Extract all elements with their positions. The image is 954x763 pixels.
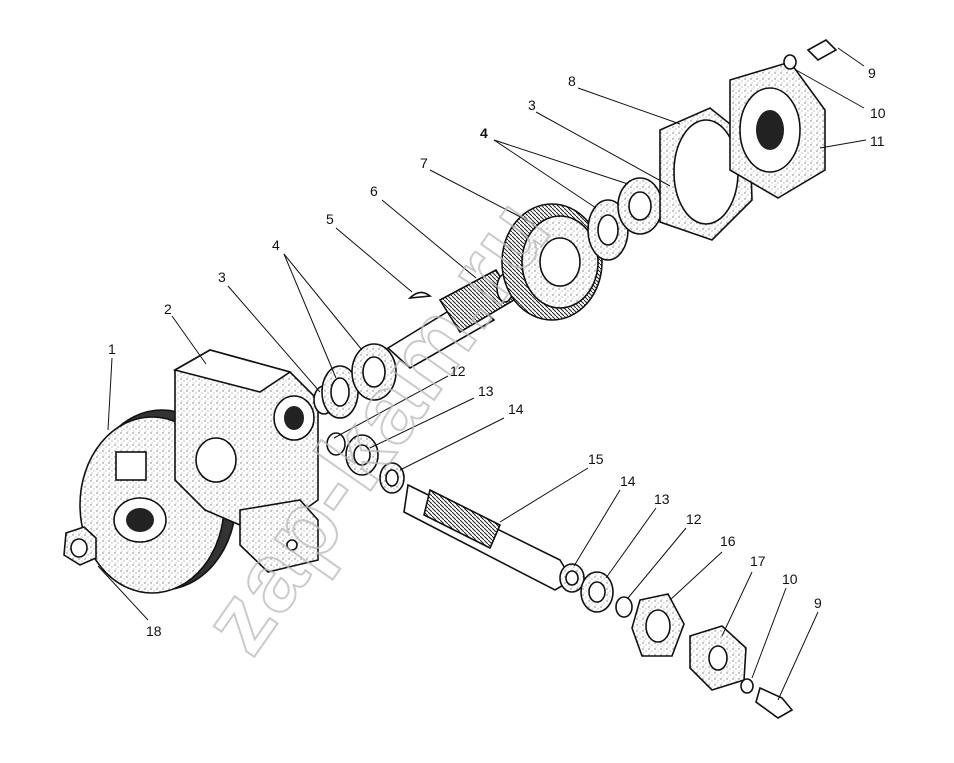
callout-4b: 4	[480, 125, 488, 141]
callout-17: 17	[750, 553, 766, 569]
callout-16: 16	[720, 533, 736, 549]
cover-gasket	[659, 107, 753, 241]
end-cover	[729, 61, 826, 199]
callout-7: 7	[420, 155, 428, 171]
callout-5: 5	[326, 211, 334, 227]
callout-14a: 14	[508, 401, 524, 417]
callout-labels: 1 2 3 4 5 6 7 4 3 8 9 10 11 12 13 14 15 …	[108, 65, 886, 639]
worm-shaft	[403, 483, 574, 591]
callout-12a: 12	[450, 363, 466, 379]
callout-10b: 10	[782, 571, 798, 587]
lower-left-bearings	[326, 432, 405, 494]
callout-1: 1	[108, 341, 116, 357]
callout-3: 3	[218, 269, 226, 285]
upper-shaft-rings	[313, 343, 397, 419]
leader-lines	[97, 47, 867, 701]
callout-2: 2	[164, 301, 172, 317]
lock-nut	[63, 526, 97, 566]
callout-18: 18	[146, 623, 162, 639]
callout-9b: 9	[814, 595, 822, 611]
callout-15: 15	[588, 451, 604, 467]
callout-6: 6	[370, 183, 378, 199]
callout-11: 11	[870, 133, 885, 149]
callout-13a: 13	[478, 383, 494, 399]
large-gear	[501, 203, 603, 321]
callout-12b: 12	[686, 511, 702, 527]
callout-9a: 9	[868, 65, 876, 81]
callout-4: 4	[272, 237, 280, 253]
callout-13b: 13	[654, 491, 670, 507]
woodruff-key	[407, 291, 433, 300]
callout-10a: 10	[870, 105, 886, 121]
callout-14b: 14	[620, 473, 636, 489]
callout-3b: 3	[528, 97, 536, 113]
lower-right-parts	[559, 563, 794, 719]
top-bolt	[783, 39, 838, 70]
callout-8: 8	[568, 73, 576, 89]
